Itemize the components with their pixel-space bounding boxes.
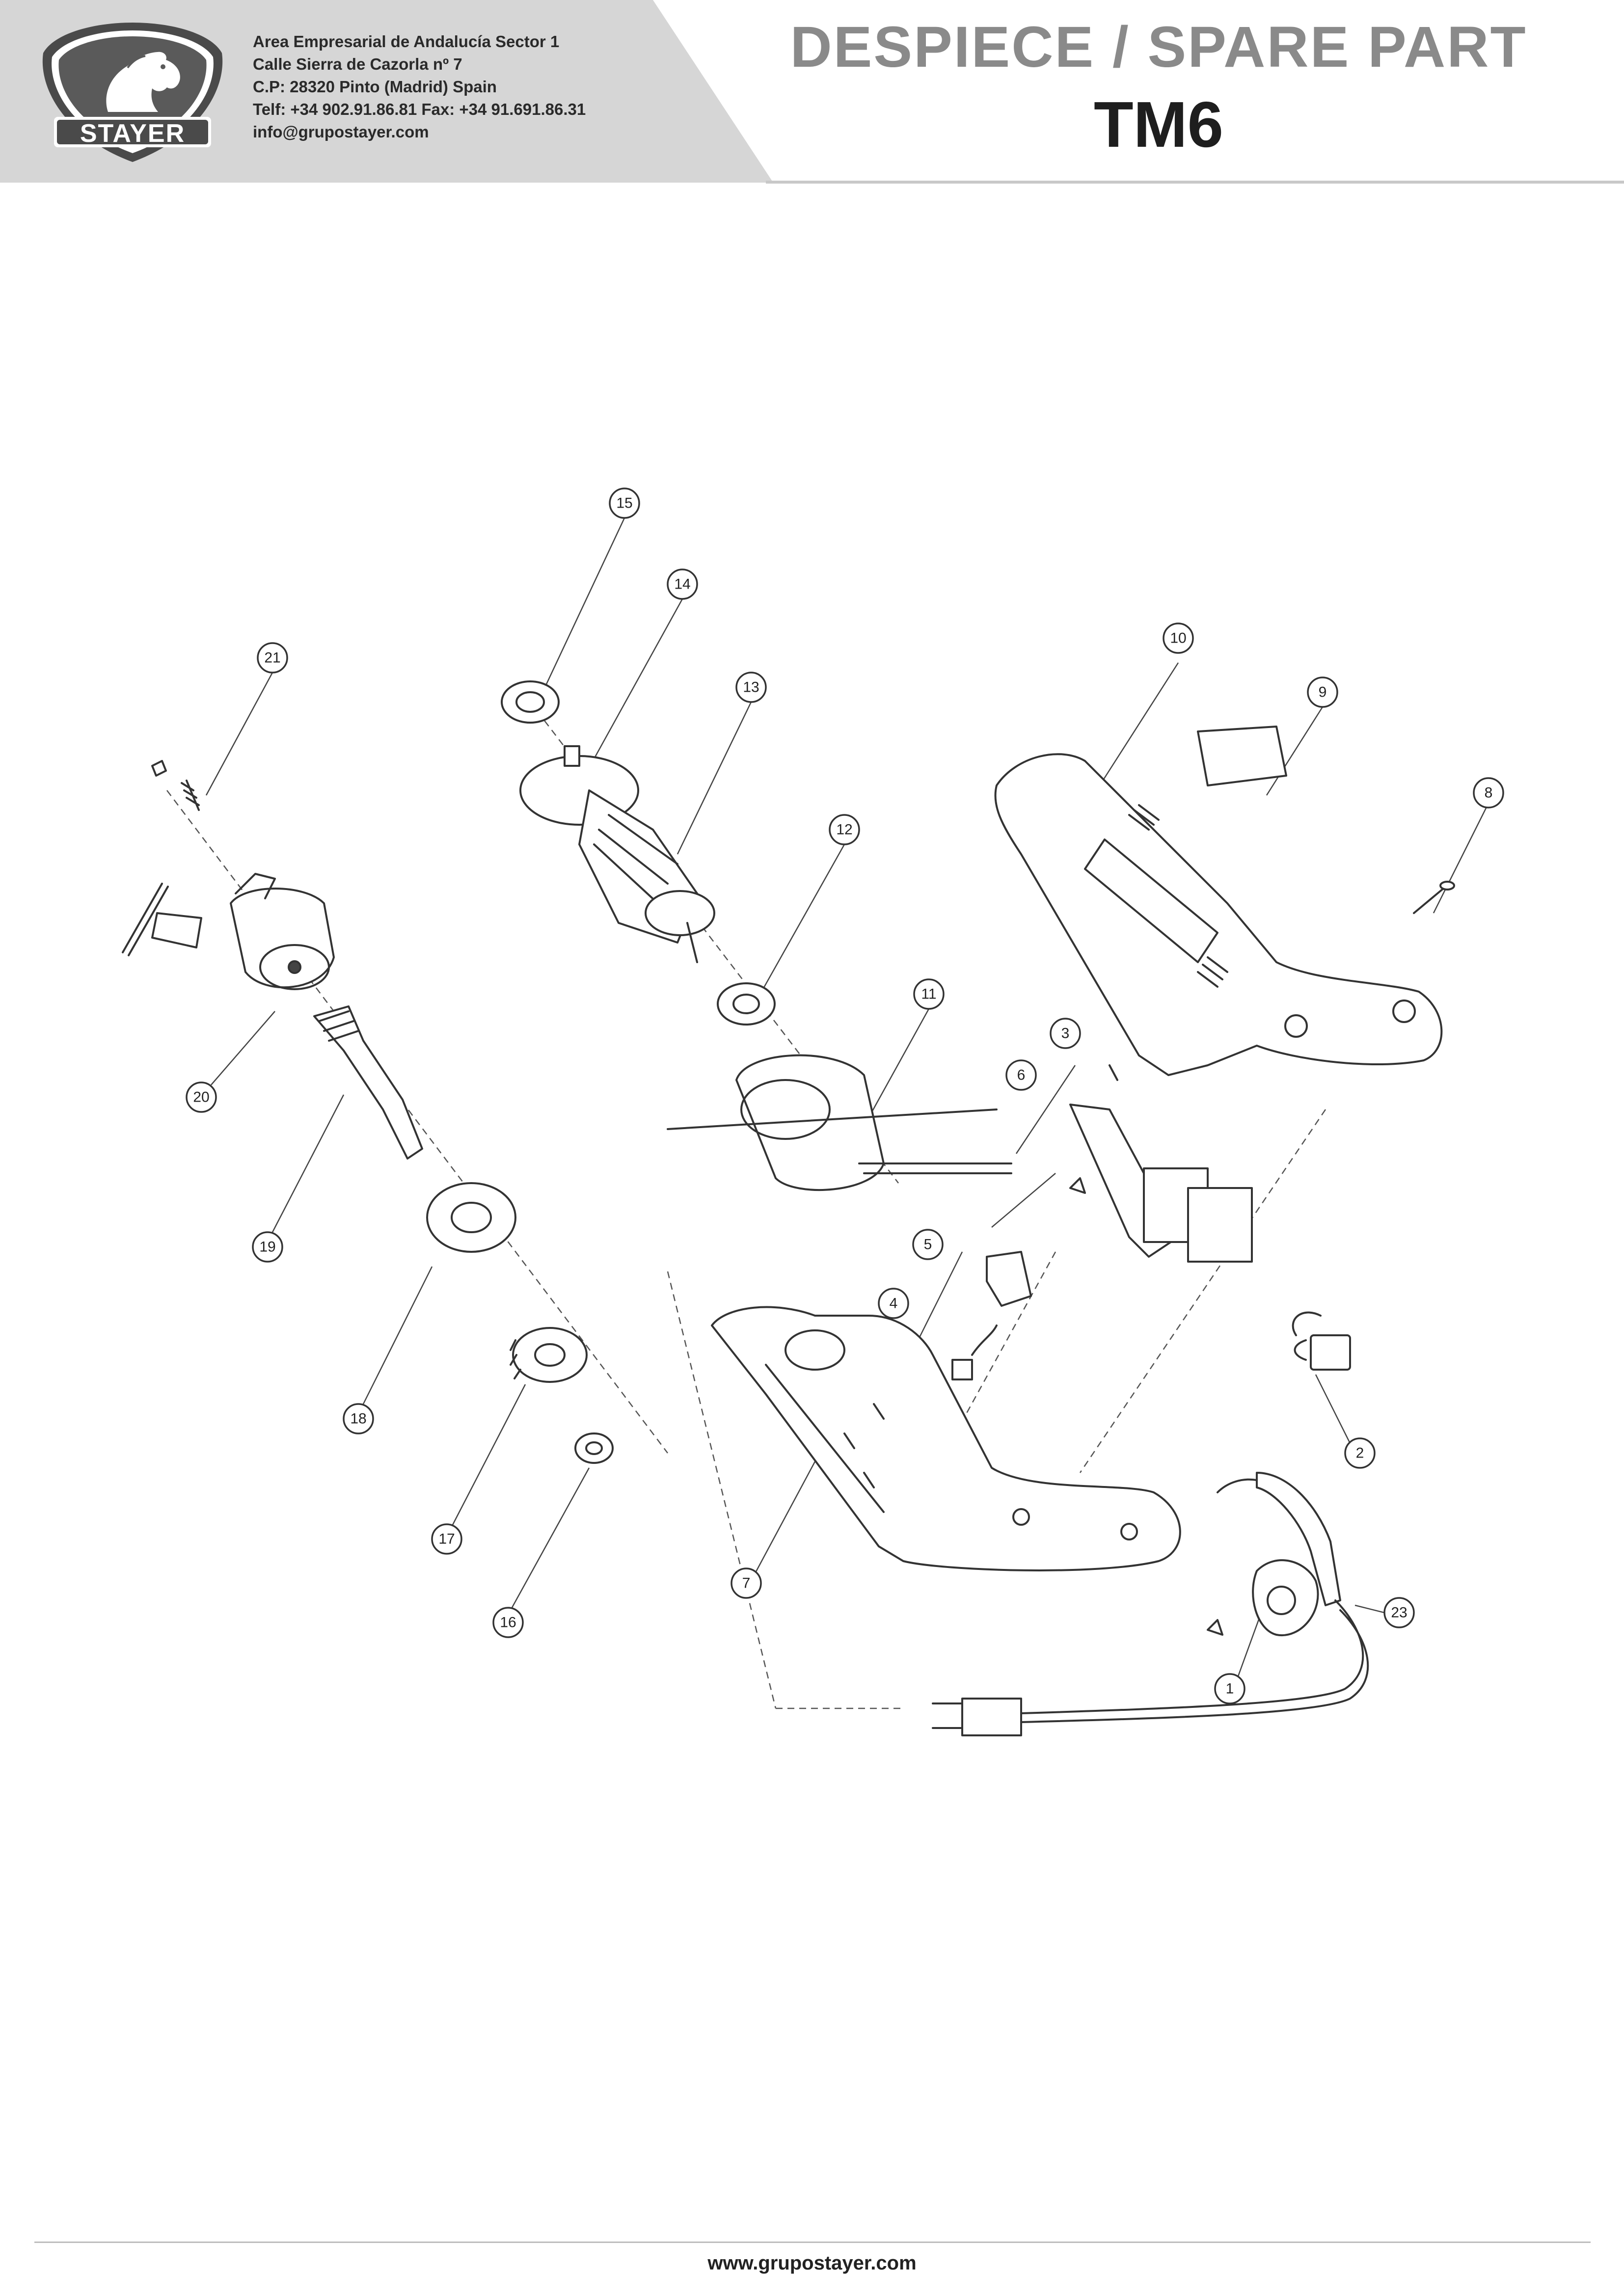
callout-8: 8: [1473, 777, 1504, 809]
part-15-bearing: [501, 680, 560, 724]
svg-text:19: 19: [259, 1239, 275, 1255]
callout-11: 11: [913, 978, 945, 1010]
part-19-spindle: [313, 1005, 423, 1160]
part-23-cord-protector: [1217, 1472, 1341, 1637]
part-3-screw: [1109, 1064, 1118, 1081]
svg-text:18: 18: [350, 1411, 366, 1427]
svg-text:1: 1: [1226, 1681, 1234, 1697]
brand-wordmark: STAYER: [80, 119, 186, 148]
svg-text:2: 2: [1356, 1445, 1364, 1461]
model-code: TM6: [1094, 88, 1223, 161]
phone-fax-line: Telf: +34 902.91.86.81 Fax: +34 91.691.8…: [253, 100, 586, 118]
svg-text:10: 10: [1170, 630, 1186, 647]
part-6-switch: [1069, 1104, 1253, 1263]
callout-13: 13: [735, 672, 767, 703]
svg-text:14: 14: [674, 576, 690, 593]
part-11-stator: [667, 1054, 1012, 1191]
svg-text:5: 5: [924, 1237, 932, 1253]
callout-1: 1: [1214, 1673, 1245, 1704]
part-16-needle-bearing: [574, 1432, 614, 1464]
address-line-3: C.P: 28320 Pinto (Madrid) Spain: [253, 78, 497, 96]
footer-divider: [34, 2242, 1591, 2243]
callout-4: 4: [878, 1288, 909, 1319]
part-12-bearing: [717, 982, 776, 1026]
part-5-brush-holder: [986, 1251, 1032, 1307]
svg-text:11: 11: [921, 986, 936, 1002]
callout-3: 3: [1050, 1018, 1081, 1049]
part-13-14-armature: [519, 745, 715, 963]
callout-14: 14: [667, 568, 698, 600]
callout-19: 19: [252, 1231, 283, 1263]
header-divider: [766, 181, 1624, 184]
part-17-gear: [510, 1327, 588, 1383]
part-18-bearing: [426, 1182, 516, 1253]
svg-text:6: 6: [1017, 1067, 1026, 1083]
svg-text:3: 3: [1061, 1026, 1070, 1042]
part-20-drill-chuck: [230, 873, 335, 990]
part-21-chuck-screw: [151, 760, 200, 811]
svg-text:17: 17: [438, 1531, 455, 1547]
part-1-power-cord: [932, 1599, 1369, 1736]
document-title: DESPIECE / SPARE PART: [790, 15, 1527, 80]
part-4-carbon-brush: [951, 1324, 998, 1380]
stayer-logo: [34, 19, 231, 166]
callout-6: 6: [1005, 1059, 1037, 1091]
part-7-housing-left: [711, 1306, 1181, 1571]
callout-20: 20: [186, 1081, 217, 1113]
callout-16: 16: [492, 1607, 524, 1638]
address-line-2: Calle Sierra de Cazorla nº 7: [253, 55, 462, 73]
part-2-capacitor: [1292, 1311, 1351, 1371]
footer-website-link[interactable]: www.grupostayer.com: [707, 2252, 917, 2274]
email-line: info@grupostayer.com: [253, 123, 429, 141]
callout-2: 2: [1344, 1437, 1376, 1469]
callout-7: 7: [731, 1567, 762, 1599]
part-10-housing-right: [994, 753, 1443, 1076]
svg-text:13: 13: [743, 679, 759, 696]
company-address: Area Empresarial de Andalucía Sector 1 C…: [253, 30, 586, 143]
svg-text:20: 20: [193, 1089, 209, 1106]
svg-text:21: 21: [264, 650, 280, 666]
callout-21: 21: [257, 642, 288, 674]
callout-12: 12: [829, 814, 860, 845]
exploded-view-diagram: 15 14 13 12 11 10 9 8 3 6 5 4 2 7 23 1 2…: [0, 471, 1624, 1846]
svg-text:16: 16: [500, 1615, 516, 1631]
svg-text:7: 7: [742, 1575, 751, 1592]
svg-text:23: 23: [1391, 1605, 1407, 1621]
svg-text:12: 12: [836, 822, 852, 838]
svg-text:4: 4: [890, 1296, 898, 1312]
callout-23: 23: [1383, 1597, 1415, 1628]
callout-15: 15: [609, 487, 640, 519]
callout-5: 5: [912, 1229, 944, 1260]
svg-text:15: 15: [616, 495, 632, 512]
address-line-1: Area Empresarial de Andalucía Sector 1: [253, 32, 560, 51]
svg-text:9: 9: [1319, 684, 1327, 701]
callout-17: 17: [431, 1523, 462, 1555]
callout-18: 18: [343, 1403, 374, 1434]
callout-10: 10: [1163, 622, 1194, 654]
part-9-label: [1197, 726, 1287, 786]
callout-9: 9: [1307, 676, 1338, 708]
svg-text:8: 8: [1485, 785, 1493, 801]
part-22-chuck-key: [122, 883, 202, 956]
part-8-screw: [1413, 881, 1455, 914]
